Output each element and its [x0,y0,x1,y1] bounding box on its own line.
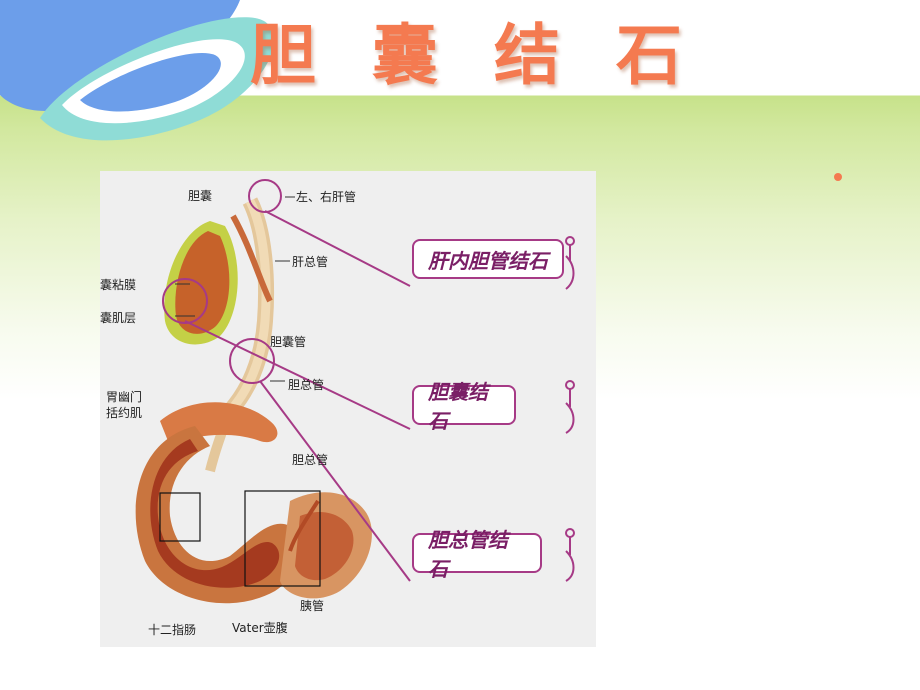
tag-common-duct-text: 胆总管结石 [428,528,508,581]
label-hepatic-ducts: 左、右肝管 [296,190,357,204]
label-common-hepatic-duct: 肝总管 [292,255,329,269]
tag-intrahepatic-text: 肝内胆管结石 [428,248,548,273]
label-pylorus-line1: 胃幽门 [106,390,143,404]
label-pylorus: 胃幽门 括约肌 [106,389,142,421]
logo-swoosh [0,0,275,141]
label-pancreatic-duct: 胰管 [300,599,325,613]
label-duodenum: 十二指肠 [148,623,197,637]
bullet-dot [834,173,842,181]
label-common-bile-duct: 胆总管 [288,378,325,392]
tag-gallbladder-stone: 胆囊结石 [412,380,516,433]
label-cystic-duct: 胆囊管 [270,335,307,349]
label-common-bile-duct-lower: 胆总管 [292,453,329,467]
label-pylorus-line2: 括约肌 [106,406,143,420]
title-char: 石 [616,17,682,94]
label-ampulla: Vater壶腹 [232,621,288,635]
label-gallbladder: 胆囊 [188,189,213,203]
slide-title: 胆 囊 结 石 [250,2,770,98]
label-mucosa: 囊粘膜 [100,278,137,292]
tag-common-duct-stone: 胆总管结石 [412,528,542,581]
title-char: 胆 [250,17,316,94]
tag-intrahepatic-stone: 肝内胆管结石 [412,239,564,279]
title-char: 囊 [372,17,438,94]
anatomy-diagram: 胆囊 左、右肝管 肝总管 囊粘膜 囊肌层 胆囊管 胆总管 胃幽门 括约肌 胆总管… [100,171,596,647]
tag-gallbladder-text: 胆囊结石 [428,380,488,433]
anatomy-illustration [135,179,411,604]
title-char: 结 [494,17,560,94]
label-muscle-layer: 囊肌层 [100,311,137,325]
